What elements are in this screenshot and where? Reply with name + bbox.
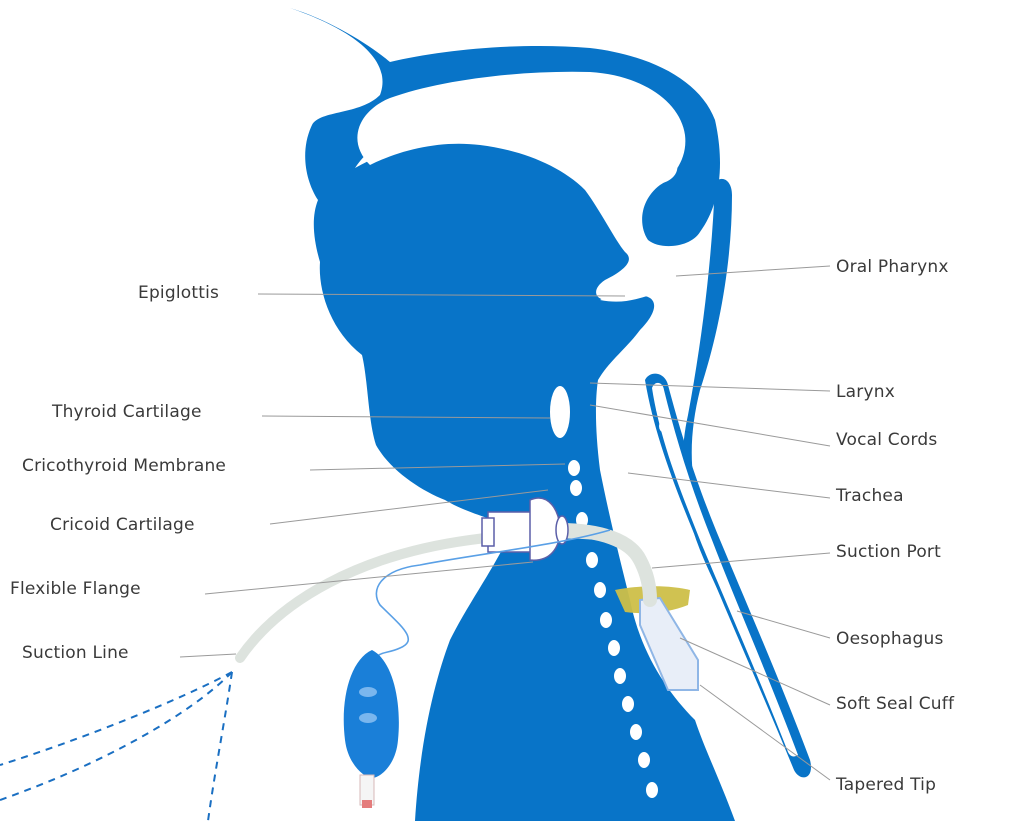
label-larynx: Larynx bbox=[836, 382, 895, 402]
label-oral-pharynx: Oral Pharynx bbox=[836, 257, 949, 277]
thyroid-cartilage-shape bbox=[550, 386, 570, 438]
label-soft-seal-cuff: Soft Seal Cuff bbox=[836, 694, 955, 714]
label-tapered-tip: Tapered Tip bbox=[835, 775, 936, 795]
label-suction-line: Suction Line bbox=[22, 643, 129, 663]
pilot-balloon bbox=[344, 650, 399, 808]
label-vocal-cords: Vocal Cords bbox=[836, 430, 937, 450]
label-suction-port: Suction Port bbox=[836, 542, 941, 562]
dashed-connectors bbox=[0, 672, 232, 821]
label-epiglottis: Epiglottis bbox=[138, 283, 219, 303]
label-oesophagus: Oesophagus bbox=[836, 629, 944, 649]
label-flexible-flange: Flexible Flange bbox=[10, 579, 141, 599]
label-cricoid-cartilage: Cricoid Cartilage bbox=[50, 515, 195, 535]
label-cricothyroid-membrane: Cricothyroid Membrane bbox=[22, 456, 226, 476]
label-thyroid-cartilage: Thyroid Cartilage bbox=[51, 402, 202, 422]
label-trachea: Trachea bbox=[835, 486, 904, 506]
